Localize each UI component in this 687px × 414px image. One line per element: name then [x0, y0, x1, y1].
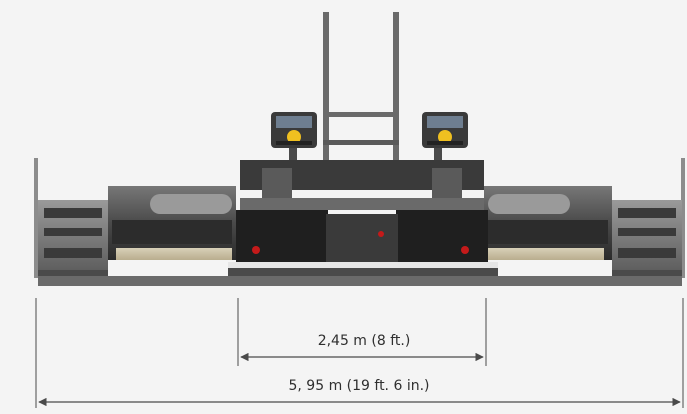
right-extension-wing: [484, 186, 612, 260]
dimension-lines: [35, 298, 684, 408]
outer-width-label: 5, 95 m (19 ft. 6 in.): [288, 378, 430, 394]
main-screed-body: [38, 160, 682, 286]
left-extension-wing: [108, 186, 236, 260]
right-end-plate: [612, 158, 685, 278]
left-end-plate: [34, 158, 108, 278]
right-control-console: [422, 112, 468, 168]
handrail-frame: [323, 12, 399, 172]
inner-width-label: 2,45 m (8 ft.): [317, 333, 411, 349]
left-control-console: [271, 112, 317, 168]
